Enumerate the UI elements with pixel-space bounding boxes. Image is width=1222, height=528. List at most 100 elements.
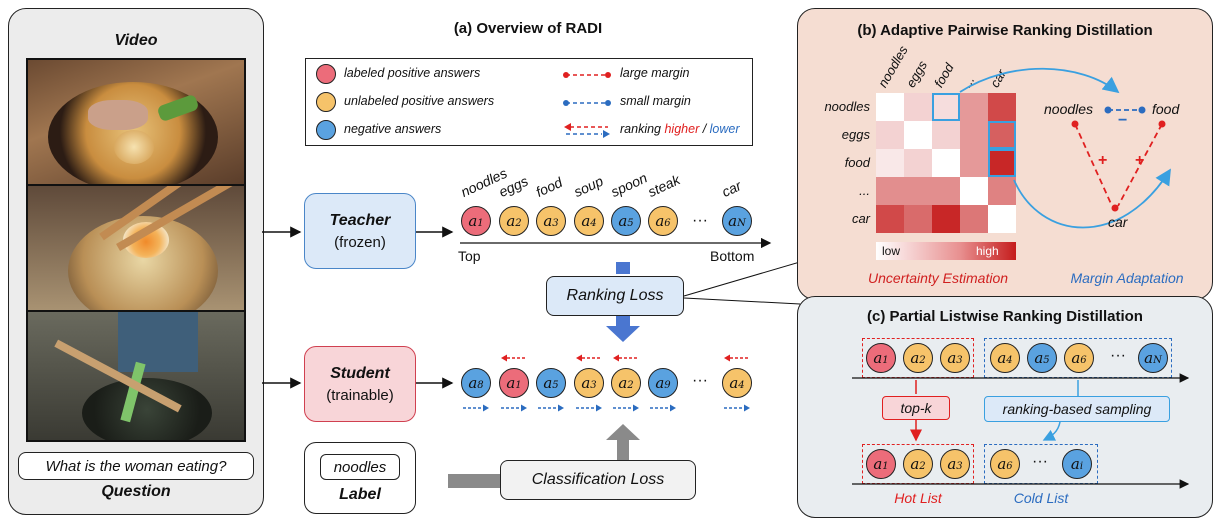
student-ellipsis: ··· <box>692 372 708 389</box>
heatmap-row-label: ... <box>859 183 870 198</box>
heatmap-cell <box>988 177 1016 205</box>
student-answer-circle-sub: 8 <box>477 379 484 391</box>
plr-top-circle-base: a <box>997 349 1007 367</box>
plr-bottom-circle-sub: 6 <box>1006 460 1013 472</box>
video-frame-3 <box>26 310 246 442</box>
teacher-box: Teacher (frozen) <box>304 193 416 269</box>
video-frame-1 <box>26 58 246 186</box>
node-food: food <box>1152 101 1180 117</box>
heatmap-cell <box>960 93 988 121</box>
plr-top-circle-base: a <box>910 349 920 367</box>
heatmap-row-label: eggs <box>841 127 870 142</box>
teacher-ellipsis: ··· <box>692 212 708 229</box>
legend-ranking-prefix: ranking <box>620 122 665 136</box>
plr-top-circle-base: a <box>873 349 883 367</box>
student-answer-circle-base: a <box>543 374 553 392</box>
heatmap-cell <box>932 93 960 121</box>
heatmap-cell <box>876 149 904 177</box>
teacher-answer-circle-sub: 4 <box>590 217 597 229</box>
plr-top-circle-sub: 2 <box>919 354 926 366</box>
heatmap-cell <box>960 121 988 149</box>
hot-list-caption: Hot List <box>894 490 942 506</box>
colorbar-high: high <box>976 244 999 258</box>
heatmap-cell <box>876 121 904 149</box>
heatmap-cell <box>932 177 960 205</box>
legend-small-margin: small margin <box>620 94 691 108</box>
student-answer-circle-base: a <box>506 374 516 392</box>
legend-ranking-sep: / <box>699 122 710 136</box>
legend-unlabeled: unlabeled positive answers <box>344 94 495 108</box>
plr-top-circle-sub: N <box>1153 354 1162 366</box>
teacher-top-label: Top <box>458 248 481 264</box>
plr-bottom-circle-base: a <box>873 455 883 473</box>
label-value: noodles <box>333 458 387 476</box>
video-frame-2 <box>26 184 246 312</box>
legend-large-margin: large margin <box>620 66 690 80</box>
rank-lower-arrow <box>538 404 564 412</box>
plr-top-circle-sub: 3 <box>956 354 963 366</box>
teacher-answer-circle-base: a <box>543 212 553 230</box>
apr-title: (b) Adaptive Pairwise Ranking Distillati… <box>857 22 1153 39</box>
heatmap-cell <box>960 205 988 233</box>
label-value-box: noodles <box>320 454 400 480</box>
rank-higher-arrow <box>613 354 639 362</box>
legend-labeled: labeled positive answers <box>344 66 481 80</box>
plr-bottom-circle-sub: i <box>1079 460 1084 472</box>
plr-top-circle-base: a <box>1034 349 1044 367</box>
uncertainty-caption: Uncertainty Estimation <box>867 270 1009 286</box>
student-answer-circle-base: a <box>618 374 628 392</box>
rank-higher-arrow <box>501 354 527 362</box>
topk-label: top-k <box>900 400 932 416</box>
teacher-answer-circle-base: a <box>581 212 591 230</box>
heatmap-row-label: noodles <box>824 99 870 114</box>
margin-caption: Margin Adaptation <box>1070 270 1184 286</box>
student-answer-circle-sub: 3 <box>590 379 597 391</box>
plr-title: (c) Partial Listwise Ranking Distillatio… <box>867 308 1143 325</box>
heatmap-cell <box>988 121 1016 149</box>
label-caption: Label <box>339 486 381 503</box>
question-box: What is the woman eating? <box>18 452 254 480</box>
rank-higher-arrow <box>576 354 602 362</box>
heatmap-cell <box>904 149 932 177</box>
teacher-answer-circle-sub: 2 <box>515 217 522 229</box>
rank-lower-arrow <box>576 404 602 412</box>
plr-bottom-circle-base: a <box>947 455 957 473</box>
plr-top-circle-sub: 4 <box>1006 354 1013 366</box>
heatmap-cell <box>904 121 932 149</box>
teacher-name: Teacher <box>329 211 391 229</box>
plr-bottom-circle-sub: 1 <box>882 460 889 472</box>
student-answer-circle-base: a <box>729 374 739 392</box>
plr-top-circle-base: a <box>1071 349 1081 367</box>
heatmap-highlight <box>988 121 1016 149</box>
heatmap-colorbar <box>876 242 1016 260</box>
plr-top-circle-base: a <box>1144 349 1154 367</box>
colorbar-low: low <box>882 244 901 258</box>
plr-top-circle-sub: 6 <box>1080 354 1087 366</box>
legend-ranking-lower: lower <box>709 122 740 136</box>
heatmap-highlight <box>988 149 1016 177</box>
teacher-answer-circle-base: a <box>506 212 516 230</box>
rank-lower-arrow <box>463 404 489 412</box>
student-answer-circle-sub: 9 <box>664 379 671 391</box>
legend-box <box>305 58 753 146</box>
rank-lower-arrow <box>613 404 639 412</box>
